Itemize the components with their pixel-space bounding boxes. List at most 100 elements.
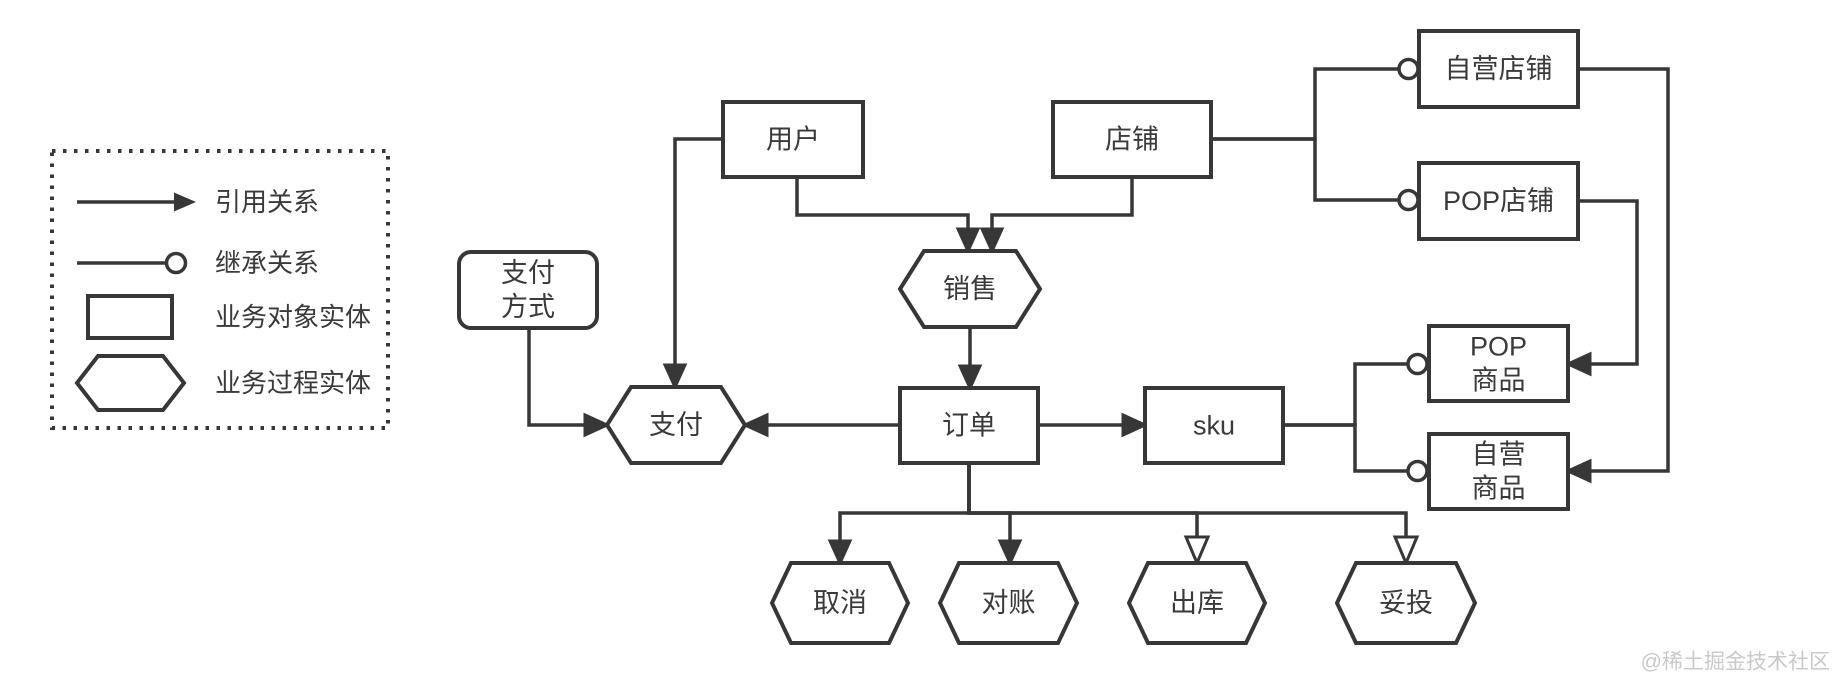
filled-arrowhead <box>957 364 983 392</box>
node-deliver-shape <box>1334 561 1478 645</box>
node-shop: 店铺 <box>1051 100 1213 179</box>
edge-line <box>967 463 1408 537</box>
object-entity-sample <box>86 294 174 340</box>
edge-order-cancel <box>827 463 971 567</box>
filled-arrowhead <box>1121 412 1149 438</box>
watermark: @稀土掘金技术社区 <box>1641 651 1830 674</box>
inheritance-circle <box>1406 352 1429 376</box>
filled-arrowhead <box>1564 458 1592 484</box>
inherit-sku-selfgoods <box>1283 423 1429 483</box>
node-self-goods-shape <box>1427 432 1570 511</box>
node-label: sku <box>1193 411 1235 441</box>
edge-line <box>1211 67 1399 141</box>
legend-border <box>50 149 390 430</box>
node-order: 订单 <box>898 386 1040 465</box>
filled-arrowhead <box>1564 351 1592 377</box>
inherit-shop-selfshop <box>1211 57 1420 141</box>
edge-order-deliver <box>967 463 1420 567</box>
node-pay-method-shape <box>457 250 599 330</box>
node-label: 订单 <box>942 411 996 441</box>
node-label: 出库 <box>1170 588 1224 618</box>
node-label: 取消 <box>813 588 867 618</box>
edge-line <box>1211 137 1399 202</box>
edge-line <box>967 463 1199 537</box>
hollow-arrowhead <box>1183 535 1211 567</box>
node-label: 销售 <box>943 274 997 304</box>
edge-layer <box>527 57 1670 567</box>
edge-line <box>990 177 1134 229</box>
node-outbound-shape <box>1126 561 1268 645</box>
filled-arrowhead <box>979 227 1005 255</box>
filled-arrowhead <box>662 363 688 391</box>
edge-line <box>1578 67 1670 473</box>
edge-line <box>838 463 971 541</box>
filled-arrowhead <box>955 227 981 255</box>
edge-line <box>527 328 585 427</box>
node-cancel: 取消 <box>769 561 911 645</box>
inheritance-circle <box>164 251 188 275</box>
edge-line <box>795 177 970 229</box>
node-label: 妥投 <box>1379 588 1433 618</box>
edge-line <box>1283 423 1408 473</box>
node-label: 对账 <box>982 588 1036 618</box>
legend-item-arrow: 引用关系 <box>77 187 319 217</box>
node-pay-shape <box>604 385 748 465</box>
inherit-shop-popshop <box>1211 137 1420 212</box>
node-sku-shape <box>1143 386 1285 465</box>
node-pop-goods-shape <box>1427 324 1570 403</box>
node-label: 支付方式 <box>501 258 555 322</box>
node-self-shop: 自营店铺 <box>1417 29 1580 109</box>
node-self-goods: 自营商品 <box>1427 432 1570 511</box>
edge-line <box>967 463 1012 541</box>
node-label: POP店铺 <box>1443 186 1554 216</box>
edge-selfshop-selfgoods <box>1564 67 1670 484</box>
edge-line <box>1283 362 1408 427</box>
legend-label: 继承关系 <box>215 248 319 278</box>
node-user-shape <box>721 100 865 179</box>
node-pay: 支付 <box>604 385 748 465</box>
edge-order-pay <box>741 412 900 438</box>
legend-label: 引用关系 <box>215 187 319 217</box>
inheritance-circle <box>1397 188 1420 212</box>
legend-item-rect: 业务对象实体 <box>86 294 371 340</box>
edge-sale-order <box>957 327 983 392</box>
edge-order-sku <box>1038 412 1149 438</box>
node-sale: 销售 <box>897 249 1043 329</box>
node-label: 自营店铺 <box>1445 54 1553 84</box>
filled-arrowhead <box>827 539 853 567</box>
node-cancel-shape <box>769 561 911 645</box>
edge-user-pay <box>662 137 723 391</box>
node-label: 支付 <box>649 410 703 440</box>
node-reconcile-shape <box>937 561 1080 645</box>
inherit-sku-popgoods <box>1283 352 1429 427</box>
edge-line <box>673 137 723 365</box>
filled-arrowhead <box>997 539 1023 567</box>
node-pop-shop: POP店铺 <box>1417 161 1580 241</box>
node-self-shop-shape <box>1417 29 1580 109</box>
node-pay-method: 支付方式 <box>457 250 599 330</box>
edge-popshop-popgoods <box>1564 199 1639 377</box>
process-entity-sample <box>74 354 187 412</box>
inheritance-circle <box>1406 459 1429 483</box>
node-user: 用户 <box>721 100 865 179</box>
node-shop-shape <box>1051 100 1213 179</box>
node-sku: sku <box>1143 386 1285 465</box>
legend-label: 业务对象实体 <box>215 302 371 332</box>
node-sale-shape <box>897 249 1043 329</box>
node-reconcile: 对账 <box>937 561 1080 645</box>
edge-line <box>1578 199 1639 366</box>
edge-shop-sale <box>979 177 1134 255</box>
inheritance-circle <box>1397 57 1420 81</box>
filled-arrowhead <box>583 412 611 438</box>
edge-paymethod-pay <box>527 328 611 438</box>
legend-label: 业务过程实体 <box>215 368 371 398</box>
node-outbound: 出库 <box>1126 561 1268 645</box>
filled-arrowhead <box>174 192 196 212</box>
node-pop-shop-shape <box>1417 161 1580 241</box>
